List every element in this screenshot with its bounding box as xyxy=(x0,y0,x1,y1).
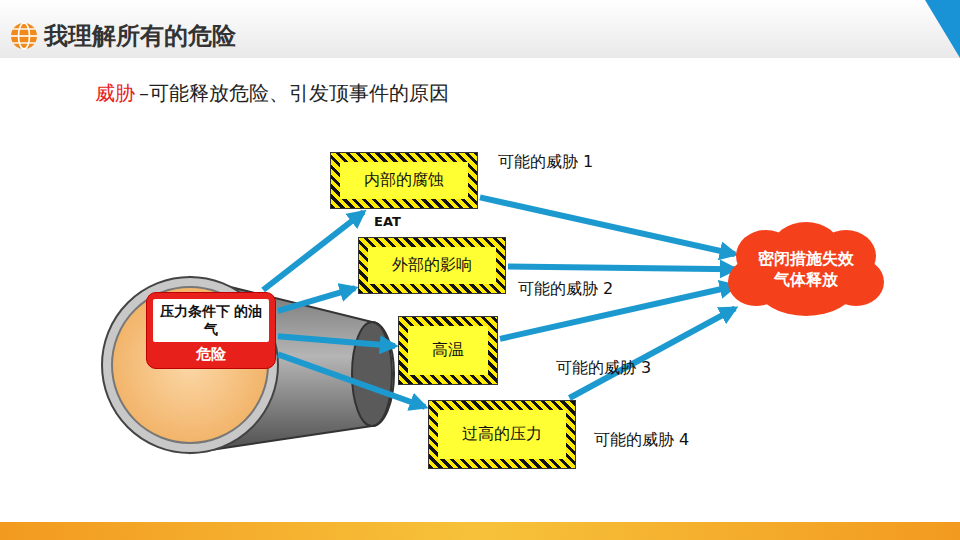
threat-arrow xyxy=(569,308,735,398)
threat-label: 可能的威胁 3 xyxy=(556,358,651,379)
header-band xyxy=(0,0,960,58)
threat-text: 外部的影响 xyxy=(392,255,472,276)
threat-text: 过高的压力 xyxy=(462,424,542,445)
corner-triangle xyxy=(925,0,960,58)
threat-text: 内部的腐蚀 xyxy=(364,170,444,191)
threat-box: 过高的压力 xyxy=(428,400,576,469)
footer-bar xyxy=(0,522,960,540)
page-title: 我理解所有的危险 xyxy=(44,20,236,52)
threat-text: 高温 xyxy=(432,340,464,361)
threat-arrow xyxy=(480,197,735,254)
subtitle: –可能释放危险、引发顶事件的原因 xyxy=(139,80,449,107)
threat-box: 高温 xyxy=(398,316,498,385)
threat-label: 可能的威胁 2 xyxy=(518,279,613,300)
threat-box: 内部的腐蚀 xyxy=(330,152,478,209)
stray-text: EAT xyxy=(374,214,401,229)
hazard-box: 压力条件下 的油气危险 xyxy=(146,292,276,369)
hazard-text: 压力条件下 的油气 xyxy=(153,299,269,342)
threat-arrow xyxy=(508,266,735,269)
event-text: 密闭措施失效 气体释放 xyxy=(750,249,862,291)
pipe xyxy=(102,277,394,453)
top-event-cloud: 密闭措施失效 气体释放 xyxy=(726,218,886,322)
threat-arrow xyxy=(278,288,355,311)
threat-label: 可能的威胁 1 xyxy=(498,152,593,173)
globe-icon xyxy=(11,23,37,49)
threat-arrow xyxy=(263,212,363,290)
subtitle-key: 威胁 xyxy=(95,80,135,107)
threat-label: 可能的威胁 4 xyxy=(594,430,689,451)
hazard-label: 危险 xyxy=(153,342,269,364)
threat-arrow xyxy=(278,336,395,346)
threat-box: 外部的影响 xyxy=(358,237,506,294)
